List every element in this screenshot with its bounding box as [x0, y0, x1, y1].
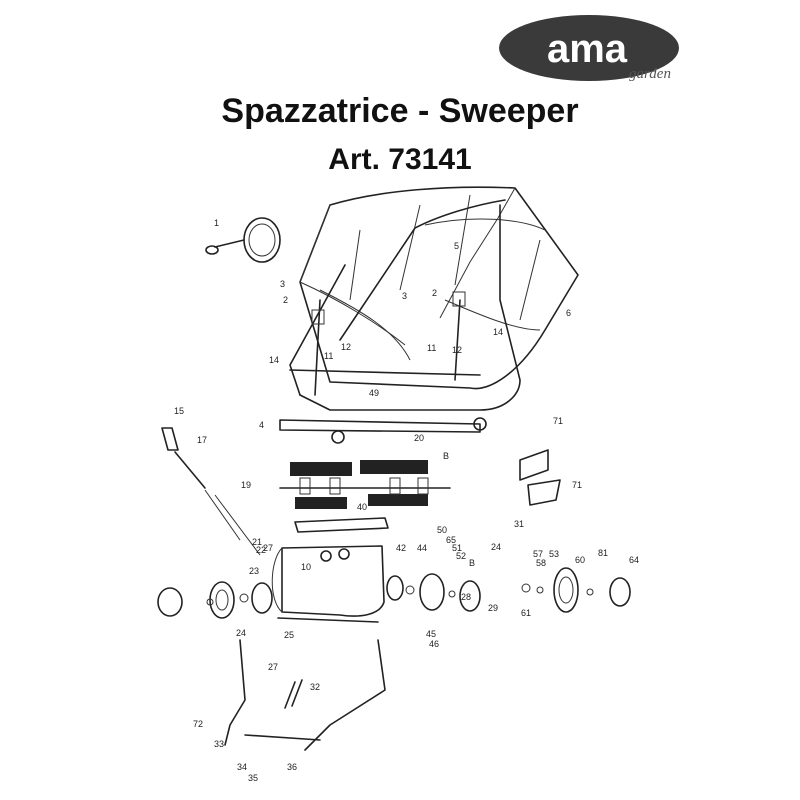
- part-label: 58: [536, 558, 546, 568]
- part-label: 53: [549, 549, 559, 559]
- part-label: 61: [521, 608, 531, 618]
- part-label: 12: [341, 342, 351, 352]
- part-label: 15: [174, 406, 184, 416]
- part-label: 3: [402, 291, 407, 301]
- part-label: 17: [197, 435, 207, 445]
- part-label: 12: [452, 345, 462, 355]
- part-label: 52: [456, 551, 466, 561]
- part-label: 14: [493, 327, 503, 337]
- part-label: 46: [429, 639, 439, 649]
- logo-brand-text: ama: [547, 27, 628, 71]
- part-label: 20: [414, 433, 424, 443]
- part-label: 81: [598, 548, 608, 558]
- part-label: 71: [553, 416, 563, 426]
- logo-sub-text: garden: [629, 66, 671, 82]
- part-label: 33: [214, 739, 224, 749]
- part-label: 24: [491, 542, 501, 552]
- part-label: 65: [446, 535, 456, 545]
- part-label: 14: [269, 355, 279, 365]
- part-label: 11: [324, 351, 333, 361]
- part-label: 57: [533, 549, 543, 559]
- part-label: 32: [310, 682, 320, 692]
- part-label: 21: [252, 537, 262, 547]
- part-label: 5: [454, 241, 459, 251]
- part-label: 64: [629, 555, 639, 565]
- part-15-handle: [161, 427, 261, 556]
- part-label: 42: [396, 543, 406, 553]
- part-label: 27: [263, 543, 273, 553]
- left-wheel-assembly: [157, 581, 273, 619]
- part-label: 19: [241, 480, 251, 490]
- part-label: 40: [357, 502, 367, 512]
- part-71-bracket: [519, 449, 561, 506]
- hopper-frame: [289, 199, 521, 411]
- part-label: 6: [566, 308, 571, 318]
- part-label: B: [469, 558, 475, 568]
- hopper-bag: [299, 186, 579, 390]
- part-label: 45: [426, 629, 436, 639]
- part-label: 24: [236, 628, 246, 638]
- right-wheel: [521, 567, 631, 613]
- ama-garden-logo: ama garden: [499, 15, 679, 82]
- part-label: 29: [488, 603, 498, 613]
- part-label: 4: [259, 420, 264, 430]
- part-4-crossbar: [279, 417, 487, 444]
- part-20-brushes: [279, 460, 451, 509]
- part-label: 1: [214, 218, 219, 228]
- part-label: 31: [514, 519, 524, 529]
- part-label: 3: [280, 279, 285, 289]
- part-label: 49: [369, 388, 379, 398]
- part-label: 28: [461, 592, 471, 602]
- part-1-cord: [205, 217, 281, 263]
- part-label: 22: [256, 545, 266, 555]
- part-label: 25: [284, 630, 294, 640]
- part-label: B: [443, 451, 449, 461]
- page-title: Spazzatrice - Sweeper: [221, 92, 579, 130]
- part-label: 23: [249, 566, 259, 576]
- part-label: 72: [193, 719, 203, 729]
- part-label: 2: [283, 295, 288, 305]
- part-label: 27: [268, 662, 278, 672]
- sweeper-housing: [271, 545, 385, 623]
- part-label: 36: [287, 762, 297, 772]
- right-gear-assembly: [386, 573, 481, 612]
- article-number: Art. 73141: [328, 143, 472, 176]
- part-label: 50: [437, 525, 447, 535]
- lower-handle: [224, 639, 386, 751]
- part-label: 71: [572, 480, 582, 490]
- part-label: 35: [248, 773, 258, 783]
- part-callouts: 1 2 3 5 6 2 3 14 11 12 14 11 12 49 4 15 …: [174, 218, 639, 783]
- part-label: 60: [575, 555, 585, 565]
- part-label: 44: [417, 543, 427, 553]
- part-label: 34: [237, 762, 247, 772]
- part-label: 10: [301, 562, 311, 572]
- part-40-bar: [294, 517, 389, 533]
- part-label: 11: [427, 343, 436, 353]
- part-label: 51: [452, 543, 462, 553]
- part-label: 2: [432, 288, 437, 298]
